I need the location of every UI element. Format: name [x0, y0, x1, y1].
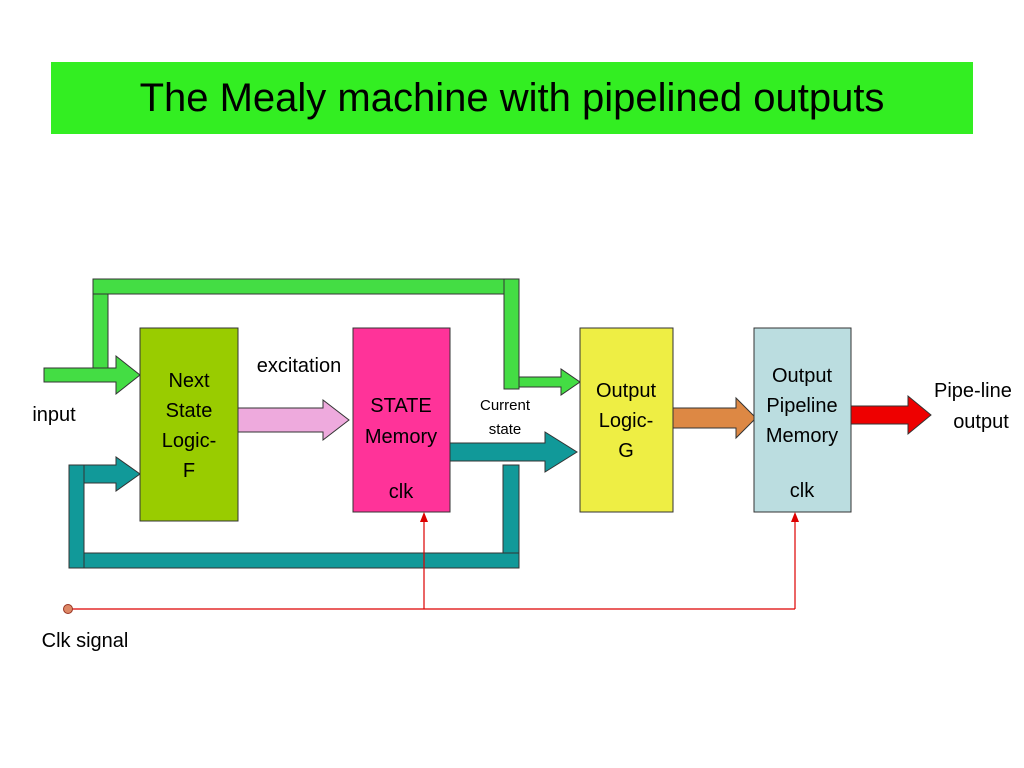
pipeline-clk-label: clk	[790, 480, 815, 502]
input-arrow	[43, 354, 141, 396]
input-bypass-path	[92, 278, 520, 390]
title-bar: The Mealy machine with pipelined outputs	[51, 62, 973, 134]
excitation-label: excitation	[257, 355, 342, 377]
clk-source-dot	[63, 604, 73, 614]
output-logic-label-line2: Logic-	[599, 410, 653, 432]
pipeline-label-line3: Memory	[766, 425, 838, 447]
state-memory-block	[352, 327, 451, 513]
output-pipeline-memory-block	[753, 327, 852, 513]
state-memory-label-line2: Memory	[365, 426, 437, 448]
output-logic-label-line1: Output	[596, 380, 656, 402]
state-memory-label-line1: STATE	[370, 395, 431, 417]
state-memory-clk-label: clk	[389, 481, 414, 503]
slide-title: The Mealy machine with pipelined outputs	[139, 75, 885, 120]
feedback-arrow	[69, 456, 141, 492]
pipeline-output-label-line2: output	[953, 411, 1009, 433]
excitation-arrow	[237, 398, 350, 442]
logic-to-pipeline-arrow	[672, 396, 757, 440]
clock-lines	[68, 512, 799, 610]
input-to-output-logic-arrow	[518, 368, 581, 396]
next-state-logic-block	[139, 327, 239, 522]
input-label: input	[32, 404, 76, 426]
state-feedback-path	[68, 464, 520, 569]
pipeline-output-arrow	[850, 394, 932, 436]
next-state-label-line1: Next	[168, 370, 210, 392]
pipeline-label-line2: Pipeline	[766, 395, 837, 417]
next-state-label-line2: State	[166, 400, 213, 422]
clk-signal-label: Clk signal	[42, 630, 129, 652]
pipeline-label-line1: Output	[772, 365, 832, 387]
current-state-label-line1: Current	[480, 397, 531, 414]
pipeline-output-label-line1: Pipe-line	[934, 380, 1012, 402]
current-state-arrow	[449, 431, 578, 473]
output-logic-label-line3: G	[618, 440, 634, 462]
next-state-label-line4: F	[183, 460, 195, 482]
next-state-label-line3: Logic-	[162, 430, 216, 452]
current-state-label-line2: state	[489, 421, 522, 438]
output-logic-block	[579, 327, 674, 513]
